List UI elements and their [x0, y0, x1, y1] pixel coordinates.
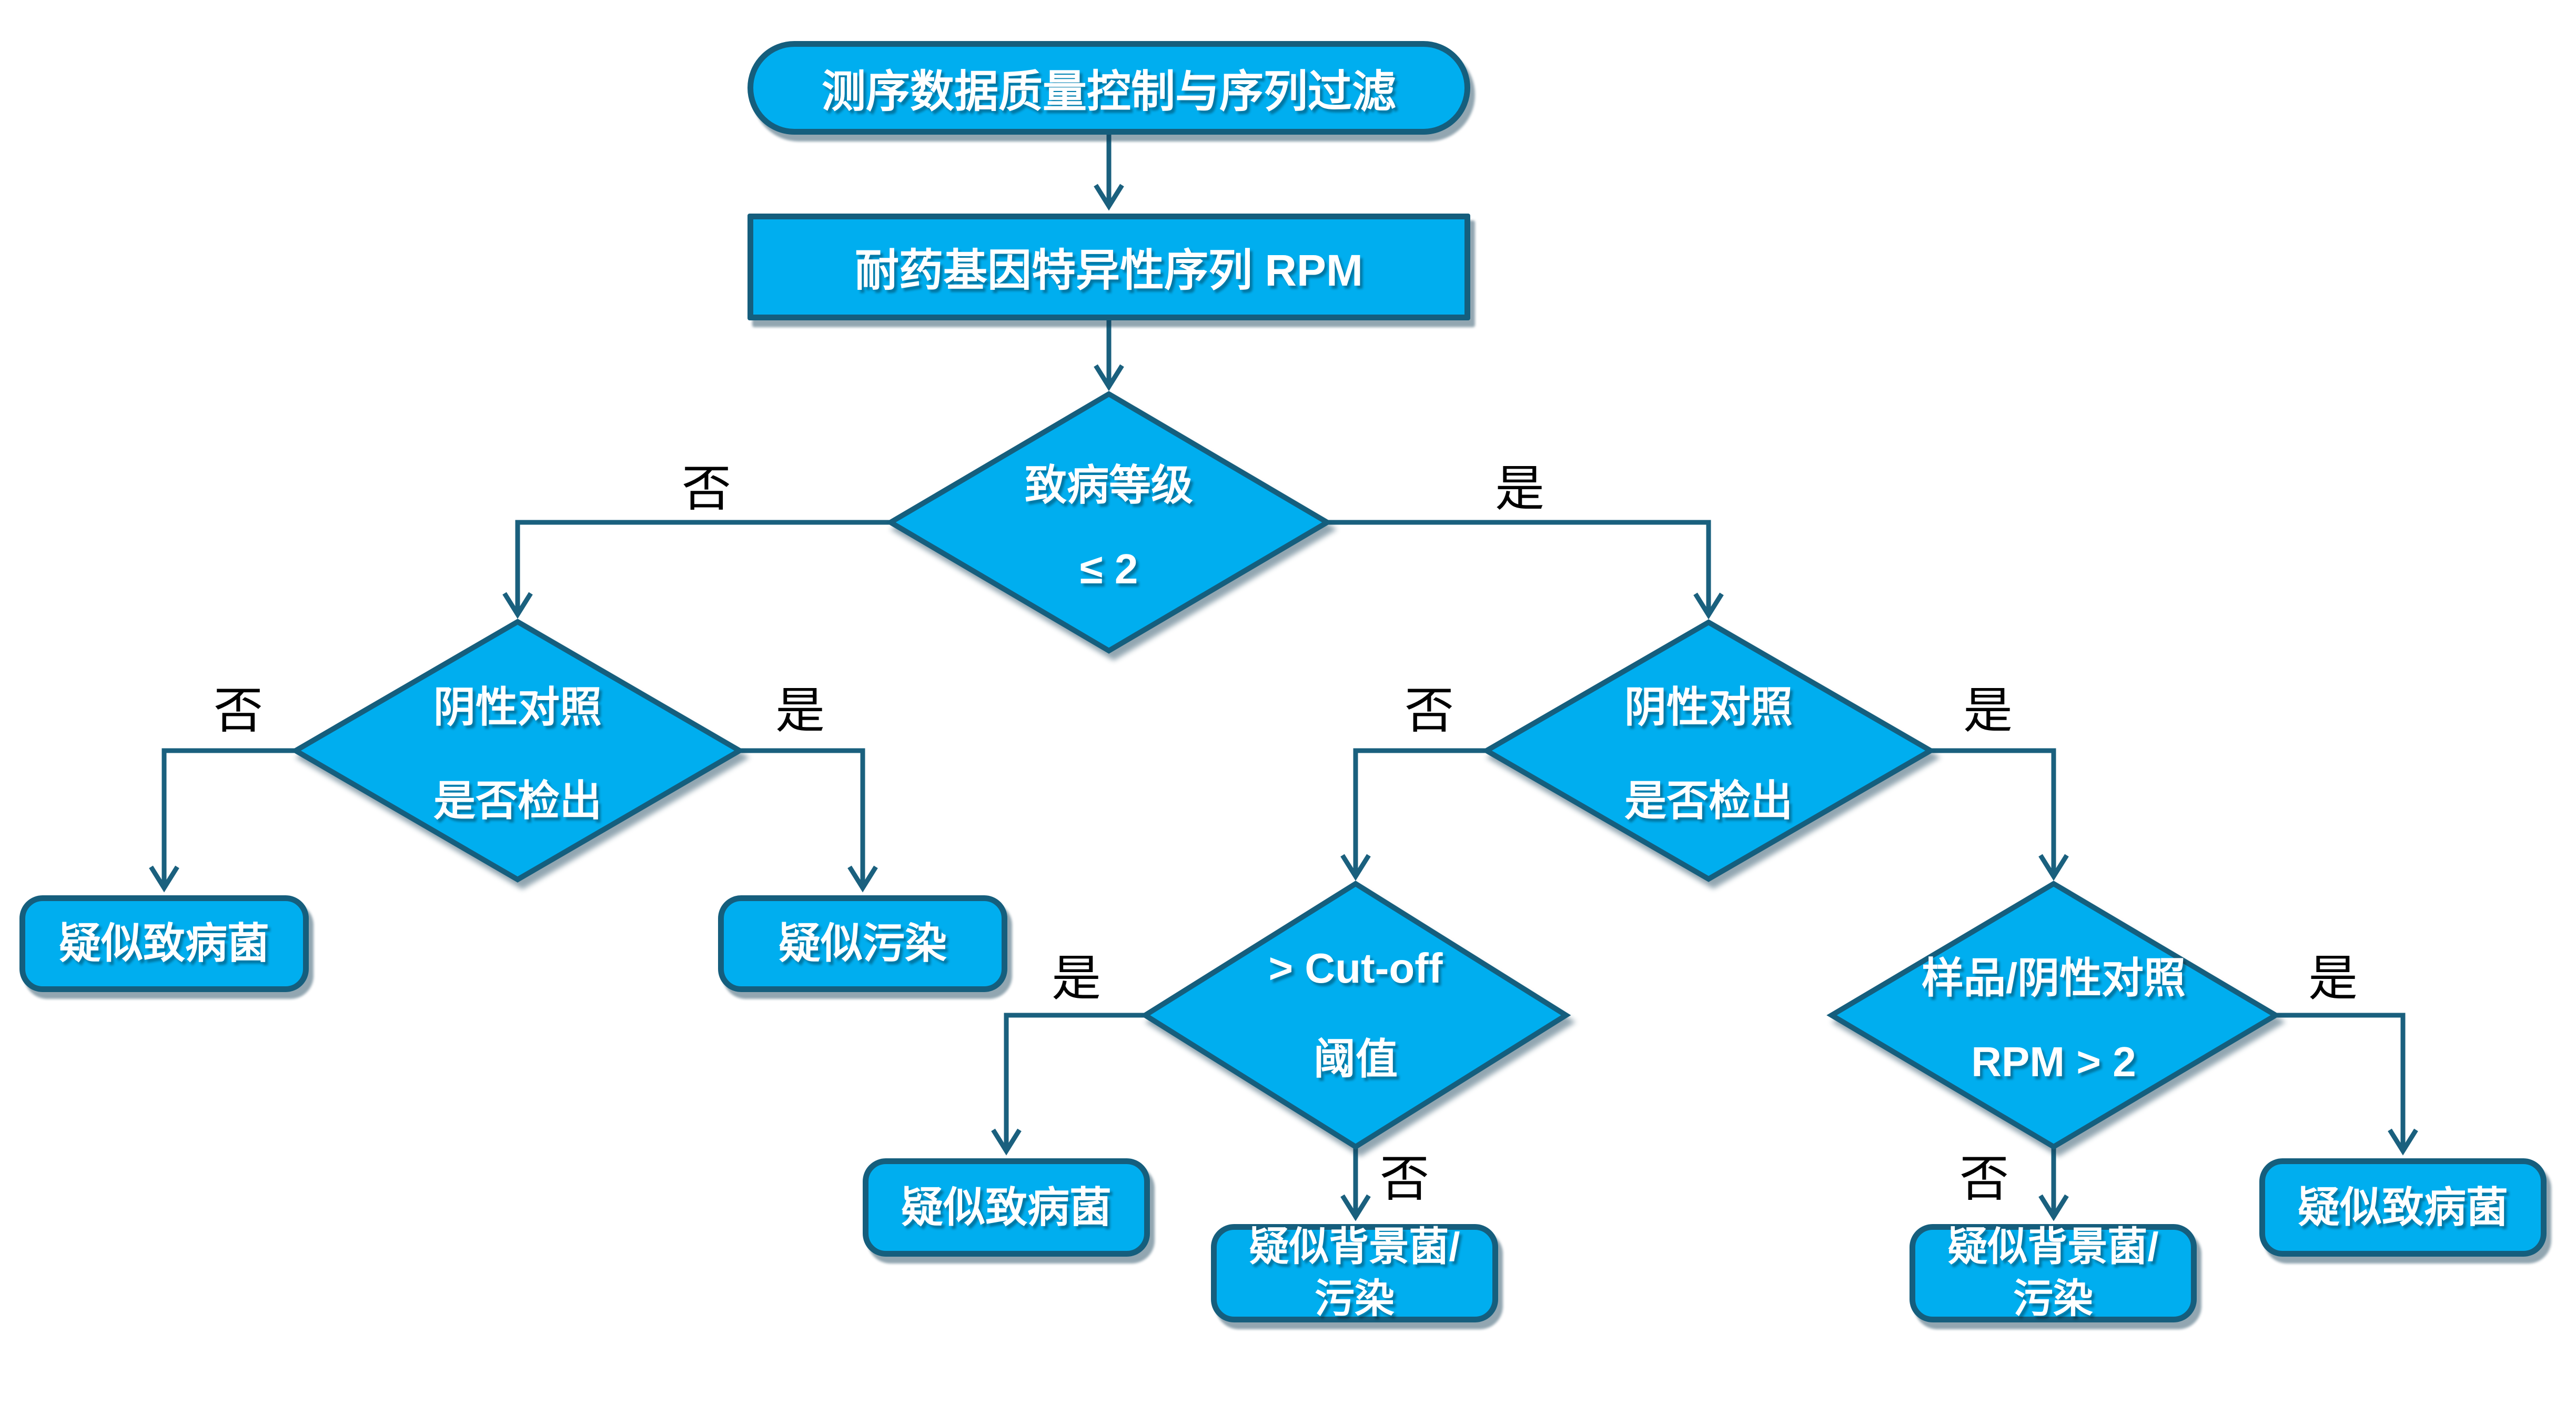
edge-negright-yes — [1931, 748, 2069, 881]
result-label-line2: 污染 — [2013, 1276, 2093, 1321]
result-label-line2: 污染 — [1315, 1276, 1395, 1321]
edge-cutoff-yes — [991, 1013, 1145, 1156]
rpm-node: 耐药基因特异性序列 RPM — [747, 214, 1470, 320]
branch-label-level-no: 否 — [681, 460, 731, 518]
start-node-label: 测序数据质量控制与序列过滤 — [821, 66, 1396, 116]
edge-level-no — [502, 520, 891, 619]
result-label-line1: 疑似背景菌/ — [1249, 1224, 1460, 1269]
branch-label-negleft-no: 否 — [213, 682, 263, 740]
branch-label-negleft-yes: 是 — [775, 682, 825, 740]
result-label-line1: 疑似背景菌/ — [1947, 1224, 2159, 1269]
result-suspected-pathogen-right: 疑似致病菌 — [2259, 1158, 2547, 1257]
result-label: 疑似致病菌 — [901, 1184, 1112, 1231]
branch-label-level-yes: 是 — [1494, 460, 1544, 518]
branch-label-ratio-yes: 是 — [2308, 950, 2358, 1007]
decision-negative-control-right-shape — [1481, 619, 1936, 882]
edge-negleft-yes — [740, 748, 878, 893]
branch-label-cutoff-no: 否 — [1379, 1150, 1429, 1208]
result-label: 疑似致病菌 — [59, 920, 269, 967]
edge-level-yes — [1327, 520, 1724, 620]
edge-negright-no — [1340, 748, 1487, 881]
rpm-node-label: 耐药基因特异性序列 RPM — [854, 246, 1363, 295]
result-suspected-background-mid: 疑似背景菌/ 污染 — [1211, 1224, 1498, 1322]
start-node: 测序数据质量控制与序列过滤 — [747, 41, 1470, 135]
result-label: 疑似致病菌 — [2298, 1184, 2508, 1231]
result-suspected-pathogen-left: 疑似致病菌 — [19, 895, 309, 992]
decision-pathogenic-level-shape — [885, 391, 1332, 654]
branch-label-ratio-no: 否 — [1959, 1150, 2009, 1208]
decision-negative-control-left-shape — [290, 619, 745, 883]
edge-negleft-no — [149, 748, 296, 893]
branch-label-negright-yes: 是 — [1963, 682, 2013, 740]
result-suspected-contamination: 疑似污染 — [718, 895, 1007, 992]
result-suspected-pathogen-mid: 疑似致病菌 — [863, 1158, 1150, 1257]
decision-sample-ratio-shape — [1826, 881, 2281, 1150]
result-suspected-background-right: 疑似背景菌/ 污染 — [1910, 1224, 2197, 1322]
result-label: 疑似污染 — [779, 920, 947, 967]
branch-label-negright-no: 否 — [1404, 682, 1454, 740]
edge-ratio-yes — [2276, 1013, 2418, 1156]
decision-cutoff-shape — [1140, 881, 1571, 1150]
branch-label-cutoff-yes: 是 — [1051, 950, 1101, 1007]
